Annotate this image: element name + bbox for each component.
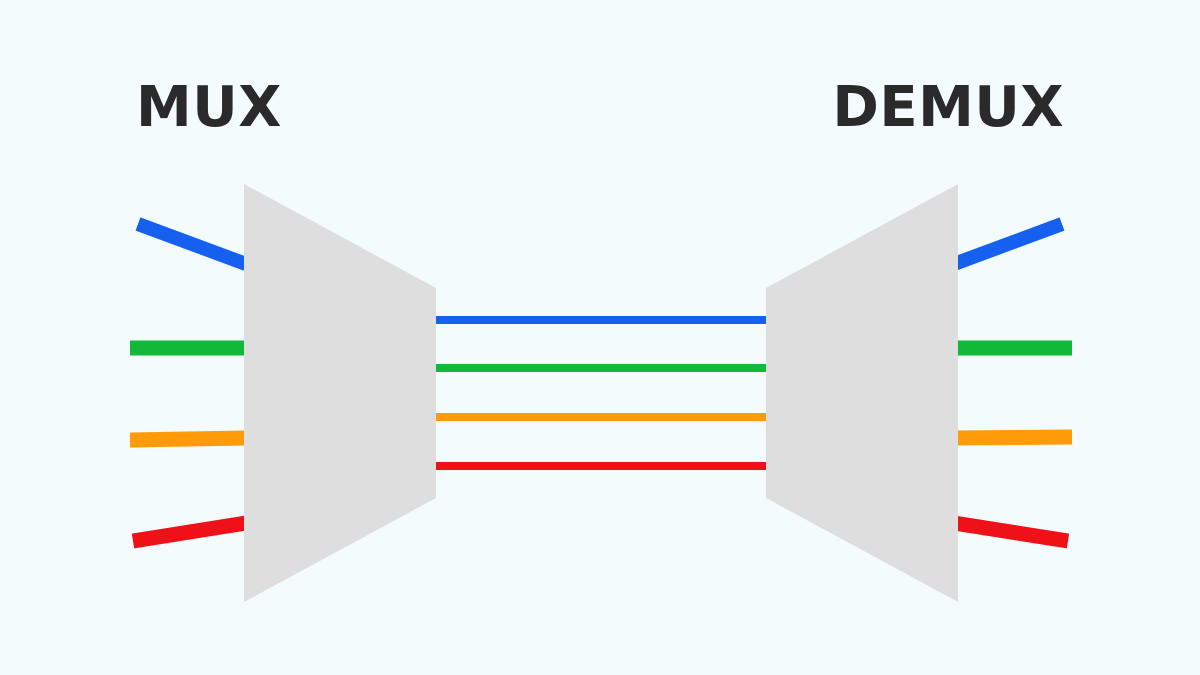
demux-output-line-red [952,515,1070,549]
demux-output-line-blue [951,217,1065,271]
mux-input-line-red [131,515,248,549]
demux-label: DEMUX [832,75,1064,140]
mux-device [244,184,436,602]
mux-label: MUX [136,75,282,140]
demux-output-line-orange [953,429,1073,446]
demux-device [766,184,958,602]
mux-input-line-orange [129,430,247,448]
mux-input-line-blue [135,217,249,271]
